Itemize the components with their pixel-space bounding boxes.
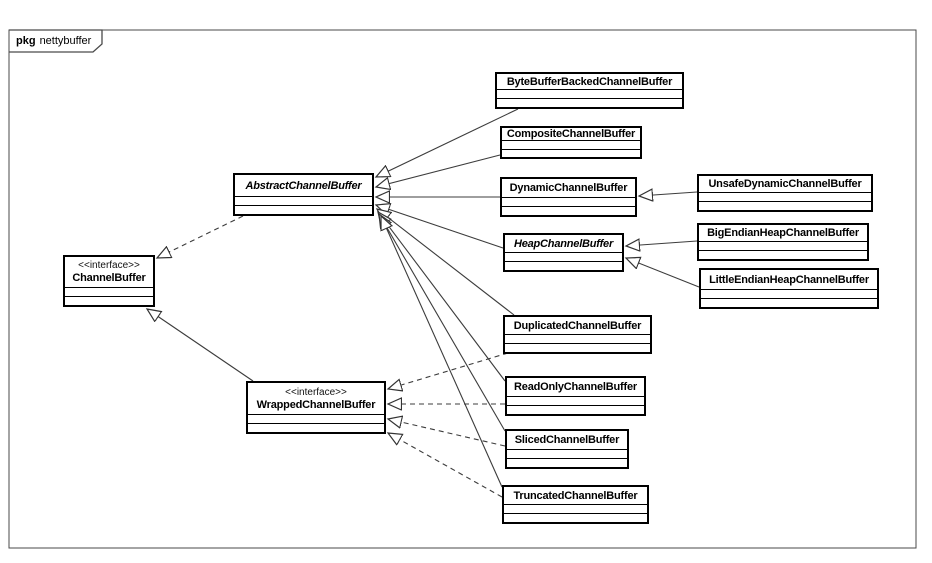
class-name: TruncatedChannelBuffer — [513, 489, 638, 502]
edge-composite-to-abstract — [376, 154, 501, 187]
edge-littleendian-to-heap — [626, 258, 700, 288]
attributes-compartment — [505, 334, 650, 343]
edge-bytebufferbacked-to-abstract — [376, 108, 519, 177]
edge-unsafedynamic-to-dynamic — [639, 192, 698, 196]
class-box-channelbuffer[interactable]: <<interface>> ChannelBuffer — [63, 255, 155, 307]
class-box-bytebufferbackedchannelbuffer[interactable]: ByteBufferBackedChannelBuffer — [495, 72, 684, 109]
edge-truncated-realizes-wrapped — [388, 433, 503, 498]
class-box-abstractchannelbuffer[interactable]: AbstractChannelBuffer — [233, 173, 374, 216]
class-box-slicedchannelbuffer[interactable]: SlicedChannelBuffer — [505, 429, 629, 469]
edge-heap-to-abstract — [376, 205, 504, 249]
class-box-dynamicchannelbuffer[interactable]: DynamicChannelBuffer — [500, 177, 637, 217]
class-name: WrappedChannelBuffer — [256, 398, 376, 411]
attributes-compartment — [507, 396, 644, 405]
attributes-compartment — [497, 89, 682, 98]
class-box-littleendianheapchannelbuffer[interactable]: LittleEndianHeapChannelBuffer — [699, 268, 879, 309]
attributes-compartment — [502, 140, 640, 149]
class-name: DynamicChannelBuffer — [509, 182, 628, 194]
edge-truncated-to-abstract — [381, 216, 503, 488]
edge-bigendian-to-heap — [626, 241, 698, 246]
class-name: AbstractChannelBuffer — [245, 179, 362, 192]
class-name: ReadOnlyChannelBuffer — [514, 381, 637, 393]
class-title: DuplicatedChannelBuffer — [505, 317, 650, 334]
stereotype-label: <<interface>> — [78, 260, 140, 271]
class-title: UnsafeDynamicChannelBuffer — [699, 176, 871, 192]
class-title: HeapChannelBuffer — [505, 235, 622, 252]
stereotype-label: <<interface>> — [285, 386, 347, 398]
package-name: nettybuffer — [39, 35, 92, 47]
operations-compartment — [497, 98, 682, 107]
operations-compartment — [507, 405, 644, 414]
operations-compartment — [65, 296, 153, 305]
attributes-compartment — [699, 192, 871, 201]
package-keyword: pkg — [16, 35, 36, 47]
attributes-compartment — [507, 449, 627, 458]
class-box-bigendianheapchannelbuffer[interactable]: BigEndianHeapChannelBuffer — [697, 223, 869, 261]
class-title: CompositeChannelBuffer — [502, 128, 640, 140]
edge-duplicated-to-abstract — [377, 209, 515, 316]
class-name: CompositeChannelBuffer — [506, 128, 636, 140]
class-box-heapchannelbuffer[interactable]: HeapChannelBuffer — [503, 233, 624, 272]
attributes-compartment — [699, 241, 867, 250]
class-box-duplicatedchannelbuffer[interactable]: DuplicatedChannelBuffer — [503, 315, 652, 354]
operations-compartment — [505, 261, 622, 270]
class-name: HeapChannelBuffer — [513, 237, 614, 250]
operations-compartment — [505, 343, 650, 352]
class-name: BigEndianHeapChannelBuffer — [707, 227, 859, 239]
operations-compartment — [248, 423, 384, 432]
operations-compartment — [507, 458, 627, 467]
class-title: AbstractChannelBuffer — [235, 175, 372, 196]
operations-compartment — [235, 205, 372, 214]
attributes-compartment — [701, 289, 877, 298]
class-title: ReadOnlyChannelBuffer — [507, 378, 644, 396]
edge-sliced-to-abstract — [379, 214, 506, 432]
class-title: <<interface>> ChannelBuffer — [65, 257, 153, 287]
class-box-readonlychannelbuffer[interactable]: ReadOnlyChannelBuffer — [505, 376, 646, 416]
attributes-compartment — [235, 196, 372, 205]
class-title: SlicedChannelBuffer — [507, 431, 627, 449]
class-name: UnsafeDynamicChannelBuffer — [708, 178, 862, 190]
class-title: BigEndianHeapChannelBuffer — [699, 225, 867, 241]
class-box-unsafedynamicchannelbuffer[interactable]: UnsafeDynamicChannelBuffer — [697, 174, 873, 212]
class-title: <<interface>> WrappedChannelBuffer — [248, 383, 384, 414]
attributes-compartment — [248, 414, 384, 423]
operations-compartment — [699, 250, 867, 259]
class-name: ByteBufferBackedChannelBuffer — [506, 75, 673, 88]
attributes-compartment — [65, 287, 153, 296]
class-name: ChannelBuffer — [72, 272, 146, 284]
operations-compartment — [502, 148, 640, 157]
class-box-wrappedchannelbuffer[interactable]: <<interface>> WrappedChannelBuffer — [246, 381, 386, 434]
class-name: LittleEndianHeapChannelBuffer — [709, 273, 869, 286]
class-box-compositechannelbuffer[interactable]: CompositeChannelBuffer — [500, 126, 642, 159]
class-name: DuplicatedChannelBuffer — [513, 319, 642, 332]
attributes-compartment — [502, 197, 635, 206]
operations-compartment — [504, 513, 647, 522]
class-title: TruncatedChannelBuffer — [504, 487, 647, 504]
class-title: DynamicChannelBuffer — [502, 179, 635, 197]
class-title: ByteBufferBackedChannelBuffer — [497, 74, 682, 89]
class-box-truncatedchannelbuffer[interactable]: TruncatedChannelBuffer — [502, 485, 649, 524]
edge-abstract-realizes-channelbuffer — [157, 215, 244, 258]
class-title: LittleEndianHeapChannelBuffer — [701, 270, 877, 289]
attributes-compartment — [504, 504, 647, 513]
operations-compartment — [502, 206, 635, 215]
operations-compartment — [699, 201, 871, 210]
edge-sliced-realizes-wrapped — [388, 419, 506, 447]
edge-wrapped-to-channelbuffer — [147, 309, 254, 382]
operations-compartment — [701, 298, 877, 307]
class-name: SlicedChannelBuffer — [514, 434, 620, 446]
edge-readonly-to-abstract — [378, 212, 506, 382]
attributes-compartment — [505, 252, 622, 261]
edge-duplicated-realizes-wrapped — [388, 352, 509, 389]
